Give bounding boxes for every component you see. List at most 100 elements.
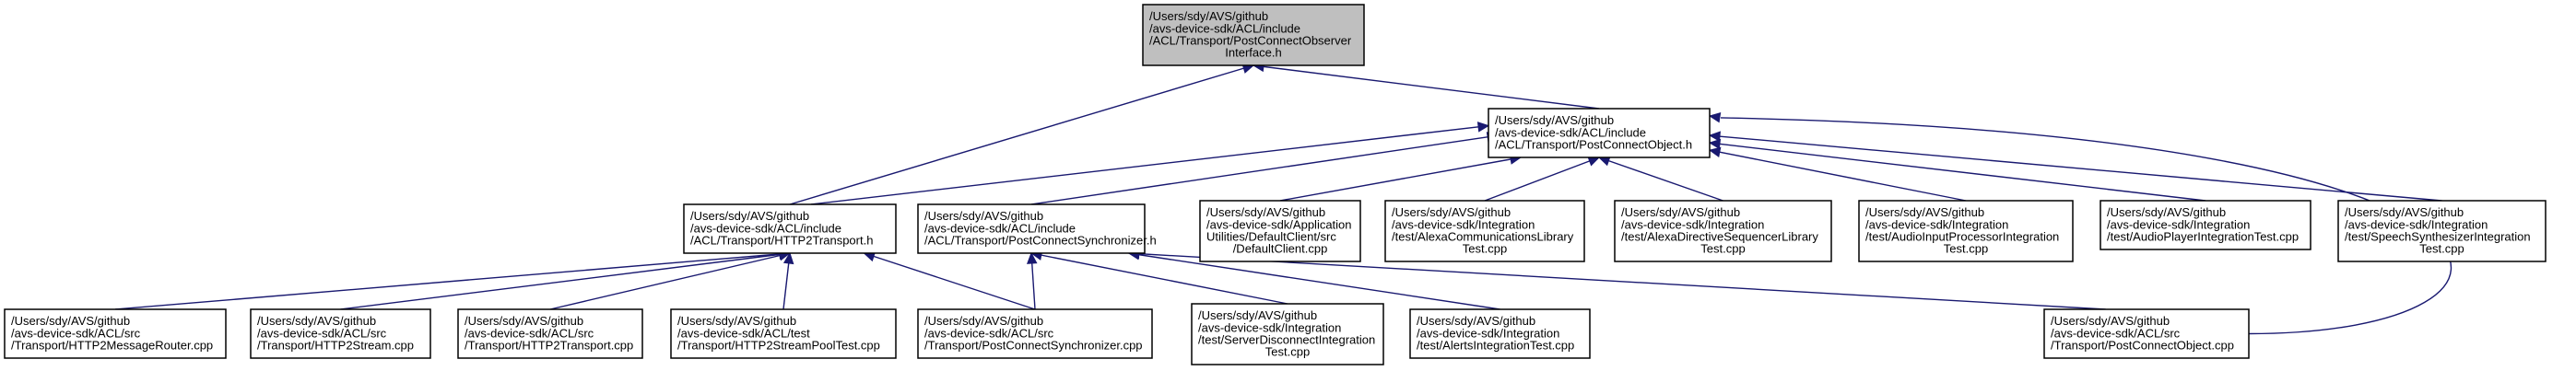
node-label-line: /Users/sdy/AVS/github	[257, 314, 376, 328]
node-label-line: /Users/sdy/AVS/github	[1417, 314, 1535, 328]
node-label-line: Test.cpp	[2419, 242, 2464, 256]
node-label-line: /avs-device-sdk/Integration	[1417, 326, 1559, 340]
edge-audio_input_test-to-postconnect_object_h	[1709, 149, 1967, 202]
node-label-line: /Users/sdy/AVS/github	[1206, 205, 1325, 219]
node-label-line: /Users/sdy/AVS/github	[2345, 205, 2464, 219]
node-label-line: /Users/sdy/AVS/github	[1621, 205, 1740, 219]
node-box	[1199, 200, 1361, 262]
node-label-line: /test/AudioPlayerIntegrationTest.cpp	[2107, 230, 2299, 244]
node-server-disconnect-test[interactable]: /Users/sdy/AVS/github/avs-device-sdk/Int…	[1191, 303, 1384, 365]
node-default-client[interactable]: /Users/sdy/AVS/github/avs-device-sdk/App…	[1199, 200, 1361, 262]
node-label-line: /Users/sdy/AVS/github	[465, 314, 583, 328]
node-label-line: /ACL/Transport/PostConnectSynchronizer.h	[924, 234, 1157, 248]
edge-http2transport_h-to-postconnect_observer	[789, 64, 1254, 205]
node-postconnect-sync-h[interactable]: /Users/sdy/AVS/github/avs-device-sdk/ACL…	[917, 203, 1157, 254]
node-label-line: /Transport/HTTP2Transport.cpp	[465, 339, 633, 353]
node-label-line: /Users/sdy/AVS/github	[1149, 9, 1268, 23]
node-label-line: /avs-device-sdk/Integration	[1198, 320, 1341, 334]
node-label-line: /Users/sdy/AVS/github	[2107, 205, 2226, 219]
node-audio-player-test[interactable]: /Users/sdy/AVS/github/avs-device-sdk/Int…	[2100, 200, 2311, 250]
node-box	[2337, 200, 2547, 262]
arrowhead	[1476, 122, 1490, 133]
node-label-line: /Users/sdy/AVS/github	[2051, 314, 2170, 328]
node-box	[1488, 108, 1711, 158]
node-http2transport-h[interactable]: /Users/sdy/AVS/github/avs-device-sdk/ACL…	[683, 203, 897, 254]
node-label-line: Utilities/DefaultClient/src	[1206, 230, 1336, 244]
node-label-line: /Users/sdy/AVS/github	[924, 314, 1043, 328]
node-box	[670, 308, 897, 359]
node-box	[1142, 4, 1365, 66]
node-label-line: /test/SpeechSynthesizerIntegration	[2345, 230, 2531, 244]
node-label-line: /test/AlertsIntegrationTest.cpp	[1417, 339, 1574, 353]
edge-alexa_directive_test-to-postconnect_object_h	[1598, 157, 1723, 202]
node-postconnect-observer[interactable]: /Users/sdy/AVS/github/avs-device-sdk/ACL…	[1142, 4, 1365, 66]
arrowhead	[1708, 111, 1722, 123]
arrowhead	[1708, 138, 1722, 150]
node-label-line: /Users/sdy/AVS/github	[1198, 308, 1317, 322]
edge-alexa_comm_test-to-postconnect_object_h	[1484, 157, 1600, 202]
node-speech-synth-test[interactable]: /Users/sdy/AVS/github/avs-device-sdk/Int…	[2337, 200, 2547, 262]
node-http2-message-router[interactable]: /Users/sdy/AVS/github/avs-device-sdk/ACL…	[4, 308, 227, 359]
node-label-line: /test/AlexaDirectiveSequencerLibrary	[1621, 230, 1818, 244]
node-label-line: /avs-device-sdk/ACL/src	[2051, 326, 2181, 340]
node-label-line: /Transport/PostConnectSynchronizer.cpp	[924, 339, 1143, 353]
edges-layer	[114, 61, 2452, 335]
edge-default_client-to-postconnect_object_h	[1279, 157, 1522, 202]
node-label-line: /test/AlexaCommunicationsLibrary	[1392, 230, 1574, 244]
node-postconnect-object-cpp[interactable]: /Users/sdy/AVS/github/avs-device-sdk/ACL…	[2043, 308, 2250, 359]
edge-alerts_test-to-postconnect_sync_h	[1128, 252, 1500, 310]
node-http2-stream[interactable]: /Users/sdy/AVS/github/avs-device-sdk/ACL…	[250, 308, 431, 359]
edge-http2_transport_cpp-to-http2transport_h	[549, 252, 791, 310]
node-box	[2100, 200, 2311, 250]
edge-http2transport_h-to-postconnect_object_h	[810, 124, 1489, 205]
node-box	[4, 308, 227, 359]
node-label-line: /ACL/Transport/HTTP2Transport.h	[690, 234, 873, 248]
node-label-line: /test/AudioInputProcessorIntegration	[1865, 230, 2059, 244]
node-label-line: Test.cpp	[1463, 242, 1507, 256]
node-label-line: /avs-device-sdk/ACL/src	[257, 326, 387, 340]
node-label-line: /Users/sdy/AVS/github	[1865, 205, 1984, 219]
node-label-line: /test/ServerDisconnectIntegration	[1198, 333, 1375, 347]
node-label-line: /Users/sdy/AVS/github	[1495, 113, 1614, 127]
node-box	[917, 203, 1146, 254]
node-box	[917, 308, 1153, 359]
node-label-line: /Transport/HTTP2MessageRouter.cpp	[11, 339, 213, 353]
node-alexa-comm-test[interactable]: /Users/sdy/AVS/github/avs-device-sdk/Int…	[1384, 200, 1585, 262]
node-postconnect-sync-cpp[interactable]: /Users/sdy/AVS/github/avs-device-sdk/ACL…	[917, 308, 1153, 359]
edge-http2_message_router-to-http2transport_h	[114, 252, 791, 310]
node-label-line: /avs-device-sdk/ACL/include	[690, 221, 841, 235]
node-label-line: /avs-device-sdk/Integration	[1865, 217, 2008, 231]
node-label-line: /Users/sdy/AVS/github	[924, 209, 1043, 223]
node-label-line: /avs-device-sdk/ACL/src	[11, 326, 141, 340]
node-label-line: /Users/sdy/AVS/github	[11, 314, 130, 328]
node-box	[1409, 308, 1591, 359]
node-label-line: /avs-device-sdk/Integration	[1392, 217, 1535, 231]
node-label-line: Interface.h	[1225, 46, 1281, 60]
edge-postconnect_object_h-to-postconnect_observer	[1253, 64, 1600, 110]
node-label-line: /Users/sdy/AVS/github	[677, 314, 796, 328]
node-box	[1614, 200, 1832, 262]
arrowhead	[1708, 131, 1721, 142]
node-box	[250, 308, 431, 359]
node-label-line: Test.cpp	[1265, 345, 1310, 359]
node-label-line: /Transport/HTTP2StreamPoolTest.cpp	[677, 339, 880, 353]
node-label-line: /avs-device-sdk/Integration	[1621, 217, 1764, 231]
node-box	[683, 203, 897, 254]
node-http2-transport-cpp[interactable]: /Users/sdy/AVS/github/avs-device-sdk/ACL…	[457, 308, 643, 359]
arrowhead	[1708, 146, 1722, 157]
node-label-line: /ACL/Transport/PostConnectObject.h	[1495, 138, 1692, 152]
node-label-line: /avs-device-sdk/Integration	[2345, 217, 2488, 231]
node-audio-input-test[interactable]: /Users/sdy/AVS/github/avs-device-sdk/Int…	[1858, 200, 2074, 262]
node-label-line: Test.cpp	[1700, 242, 1745, 256]
node-alexa-directive-test[interactable]: /Users/sdy/AVS/github/avs-device-sdk/Int…	[1614, 200, 1832, 262]
node-label-line: /avs-device-sdk/ACL/src	[924, 326, 1054, 340]
node-label-line: /Users/sdy/AVS/github	[690, 209, 809, 223]
node-box	[2043, 308, 2250, 359]
node-alerts-test[interactable]: /Users/sdy/AVS/github/avs-device-sdk/Int…	[1409, 308, 1591, 359]
node-label-line: /avs-device-sdk/Integration	[2107, 217, 2250, 231]
nodes-layer: /Users/sdy/AVS/github/avs-device-sdk/ACL…	[4, 4, 2547, 365]
node-postconnect-object-h[interactable]: /Users/sdy/AVS/github/avs-device-sdk/ACL…	[1488, 108, 1711, 158]
node-http2-stream-pool-test[interactable]: /Users/sdy/AVS/github/avs-device-sdk/ACL…	[670, 308, 897, 359]
node-label-line: /avs-device-sdk/Application	[1206, 217, 1352, 231]
node-label-line: /avs-device-sdk/ACL/src	[465, 326, 594, 340]
